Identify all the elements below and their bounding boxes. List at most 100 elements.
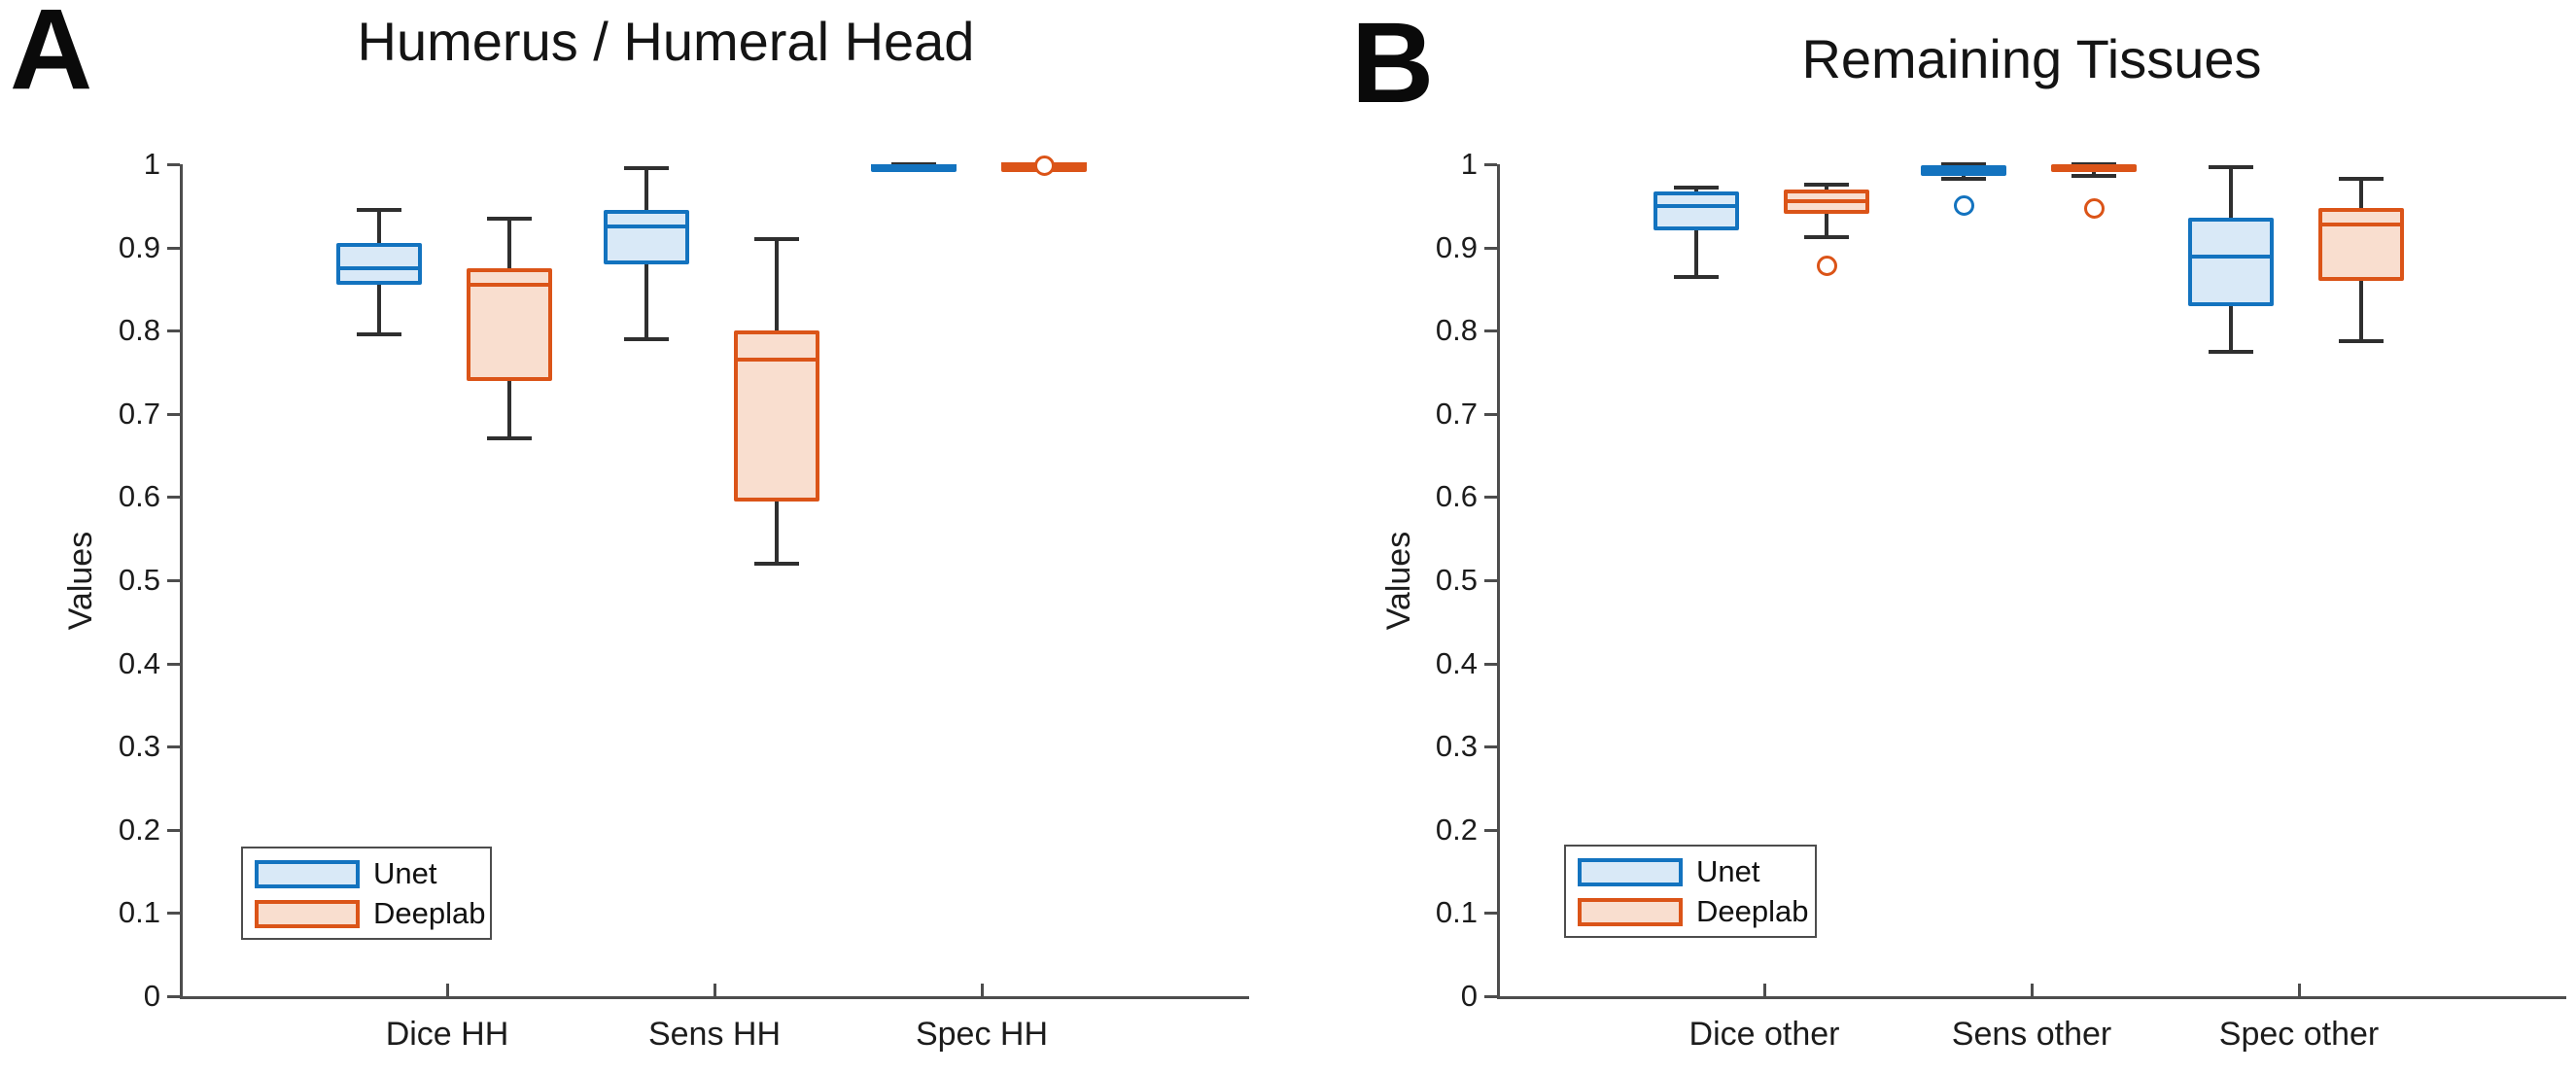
whisker-cap-top <box>754 237 799 242</box>
whisker-cap-bottom <box>1804 235 1849 240</box>
y-tick-mark <box>1484 828 1497 832</box>
y-tick-label: 0.7 <box>1435 396 1478 431</box>
outlier-marker <box>1033 156 1055 177</box>
y-tick-label: 0 <box>143 979 160 1013</box>
legend-label: Unet <box>1696 854 1760 888</box>
whisker-cap-top <box>357 208 401 213</box>
box-plot-box <box>604 210 689 264</box>
y-tick-label: 0.6 <box>118 479 160 514</box>
median-line <box>604 225 689 229</box>
panel-letter: A <box>10 0 93 114</box>
legend-row: Unet <box>255 856 436 891</box>
x-tick-mark <box>981 984 984 996</box>
y-tick-mark <box>1484 745 1497 749</box>
legend-swatch-unet <box>1578 857 1683 886</box>
median-line <box>336 266 422 270</box>
y-tick-label: 0.3 <box>118 729 160 764</box>
y-tick-label: 0.8 <box>118 313 160 348</box>
y-tick-label: 0.5 <box>118 563 160 597</box>
y-tick-label: 0 <box>1460 979 1478 1013</box>
x-tick-label: Sens other <box>1951 1016 2112 1053</box>
whisker-cap-bottom <box>2209 349 2253 354</box>
y-tick-label: 0.4 <box>118 645 160 680</box>
axis-y <box>1497 164 1500 999</box>
y-tick-label: 0.2 <box>118 812 160 847</box>
whisker-cap-top <box>624 166 669 171</box>
y-tick-label: 0.9 <box>1435 229 1478 264</box>
y-tick-mark <box>167 912 180 916</box>
y-tick-label: 1 <box>1460 147 1478 181</box>
median-line <box>2318 223 2404 227</box>
y-tick-label: 0.3 <box>1435 729 1478 764</box>
y-tick-label: 0.9 <box>118 229 160 264</box>
median-line <box>871 163 957 168</box>
y-tick-mark <box>167 246 180 250</box>
y-tick-mark <box>167 662 180 666</box>
y-tick-label: 0.7 <box>118 396 160 431</box>
outlier-marker <box>1816 255 1837 276</box>
whisker-cap-bottom <box>2071 173 2116 178</box>
whisker-cap-bottom <box>487 436 532 441</box>
y-tick-mark <box>1484 912 1497 916</box>
x-tick-label: Spec other <box>2218 1016 2380 1053</box>
box-plot-box <box>734 330 819 502</box>
whisker-cap-bottom <box>2339 339 2384 344</box>
y-tick-mark <box>1484 579 1497 582</box>
panel-title: Humerus / Humeral Head <box>357 11 975 72</box>
whisker-cap-top <box>1804 183 1849 188</box>
box-plot-box <box>467 268 552 381</box>
y-tick-mark <box>1484 163 1497 166</box>
outlier-marker <box>1953 195 1974 217</box>
median-line <box>734 358 819 363</box>
legend-label: Deeplab <box>373 896 486 930</box>
box-plot-box <box>2318 208 2404 281</box>
x-tick-label: Spec HH <box>915 1016 1049 1053</box>
y-tick-mark <box>167 995 180 998</box>
x-tick-mark <box>714 984 716 996</box>
y-tick-mark <box>1484 246 1497 250</box>
legend-row: Deeplab <box>255 896 485 931</box>
legend-swatch-deeplab <box>255 899 360 928</box>
axis-x <box>180 996 1249 999</box>
legend-row: Unet <box>1578 854 1759 889</box>
y-tick-mark <box>1484 995 1497 998</box>
y-tick-mark <box>1484 662 1497 666</box>
whisker-cap-top <box>2339 176 2384 181</box>
legend-label: Unet <box>373 856 437 890</box>
median-line <box>1654 203 1739 208</box>
y-tick-label: 0.5 <box>1435 563 1478 597</box>
legend-row: Deeplab <box>1578 894 1808 929</box>
box-plot-box <box>2188 217 2274 306</box>
y-tick-label: 0.2 <box>1435 812 1478 847</box>
whisker-cap-bottom <box>1674 274 1719 279</box>
y-tick-mark <box>1484 329 1497 333</box>
panel-title: Remaining Tissues <box>1801 28 2262 89</box>
whisker-cap-bottom <box>754 561 799 566</box>
whisker-line <box>1694 187 1698 277</box>
y-tick-label: 0.1 <box>1435 895 1478 930</box>
y-tick-label: 0.4 <box>1435 645 1478 680</box>
axis-y <box>180 164 183 999</box>
whisker-cap-bottom <box>624 336 669 341</box>
y-tick-mark <box>167 163 180 166</box>
whisker-cap-bottom <box>357 332 401 337</box>
whisker-cap-top <box>1941 162 1986 166</box>
median-line <box>467 283 552 288</box>
whisker-cap-top <box>487 216 532 221</box>
x-tick-label: Dice other <box>1688 1016 1840 1053</box>
y-tick-label: 0.8 <box>1435 313 1478 348</box>
legend-swatch-deeplab <box>1578 897 1683 926</box>
x-tick-label: Dice HH <box>385 1016 509 1053</box>
box-plot-box <box>336 243 422 286</box>
y-tick-mark <box>1484 412 1497 416</box>
y-tick-label: 0.6 <box>1435 479 1478 514</box>
y-tick-mark <box>167 329 180 333</box>
median-line <box>1784 198 1869 203</box>
whisker-cap-top <box>1674 185 1719 190</box>
whisker-cap-bottom <box>1941 177 1986 182</box>
x-tick-mark <box>2298 984 2301 996</box>
legend-label: Deeplab <box>1696 894 1809 928</box>
